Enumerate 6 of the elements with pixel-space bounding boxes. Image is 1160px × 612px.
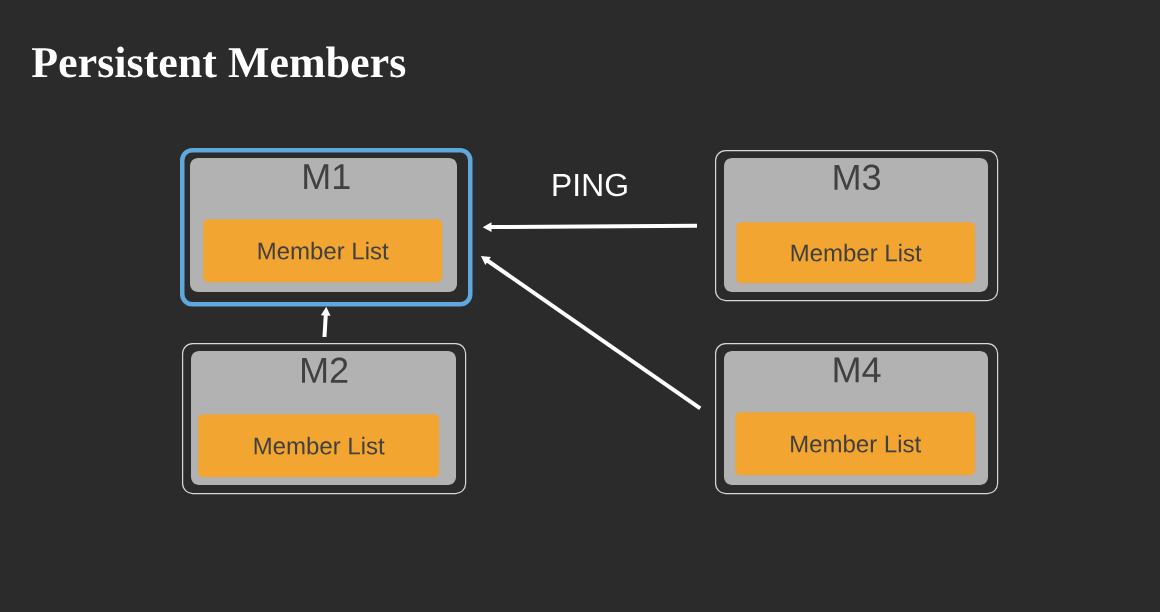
edge-label: PING [548, 171, 632, 199]
member-list-box: Member List [198, 414, 440, 478]
member-list-box: Member List [203, 219, 443, 283]
title: Persistent Members [31, 46, 406, 78]
member-list-box: Member List [736, 222, 976, 284]
member-list-box: Member List [735, 412, 976, 476]
